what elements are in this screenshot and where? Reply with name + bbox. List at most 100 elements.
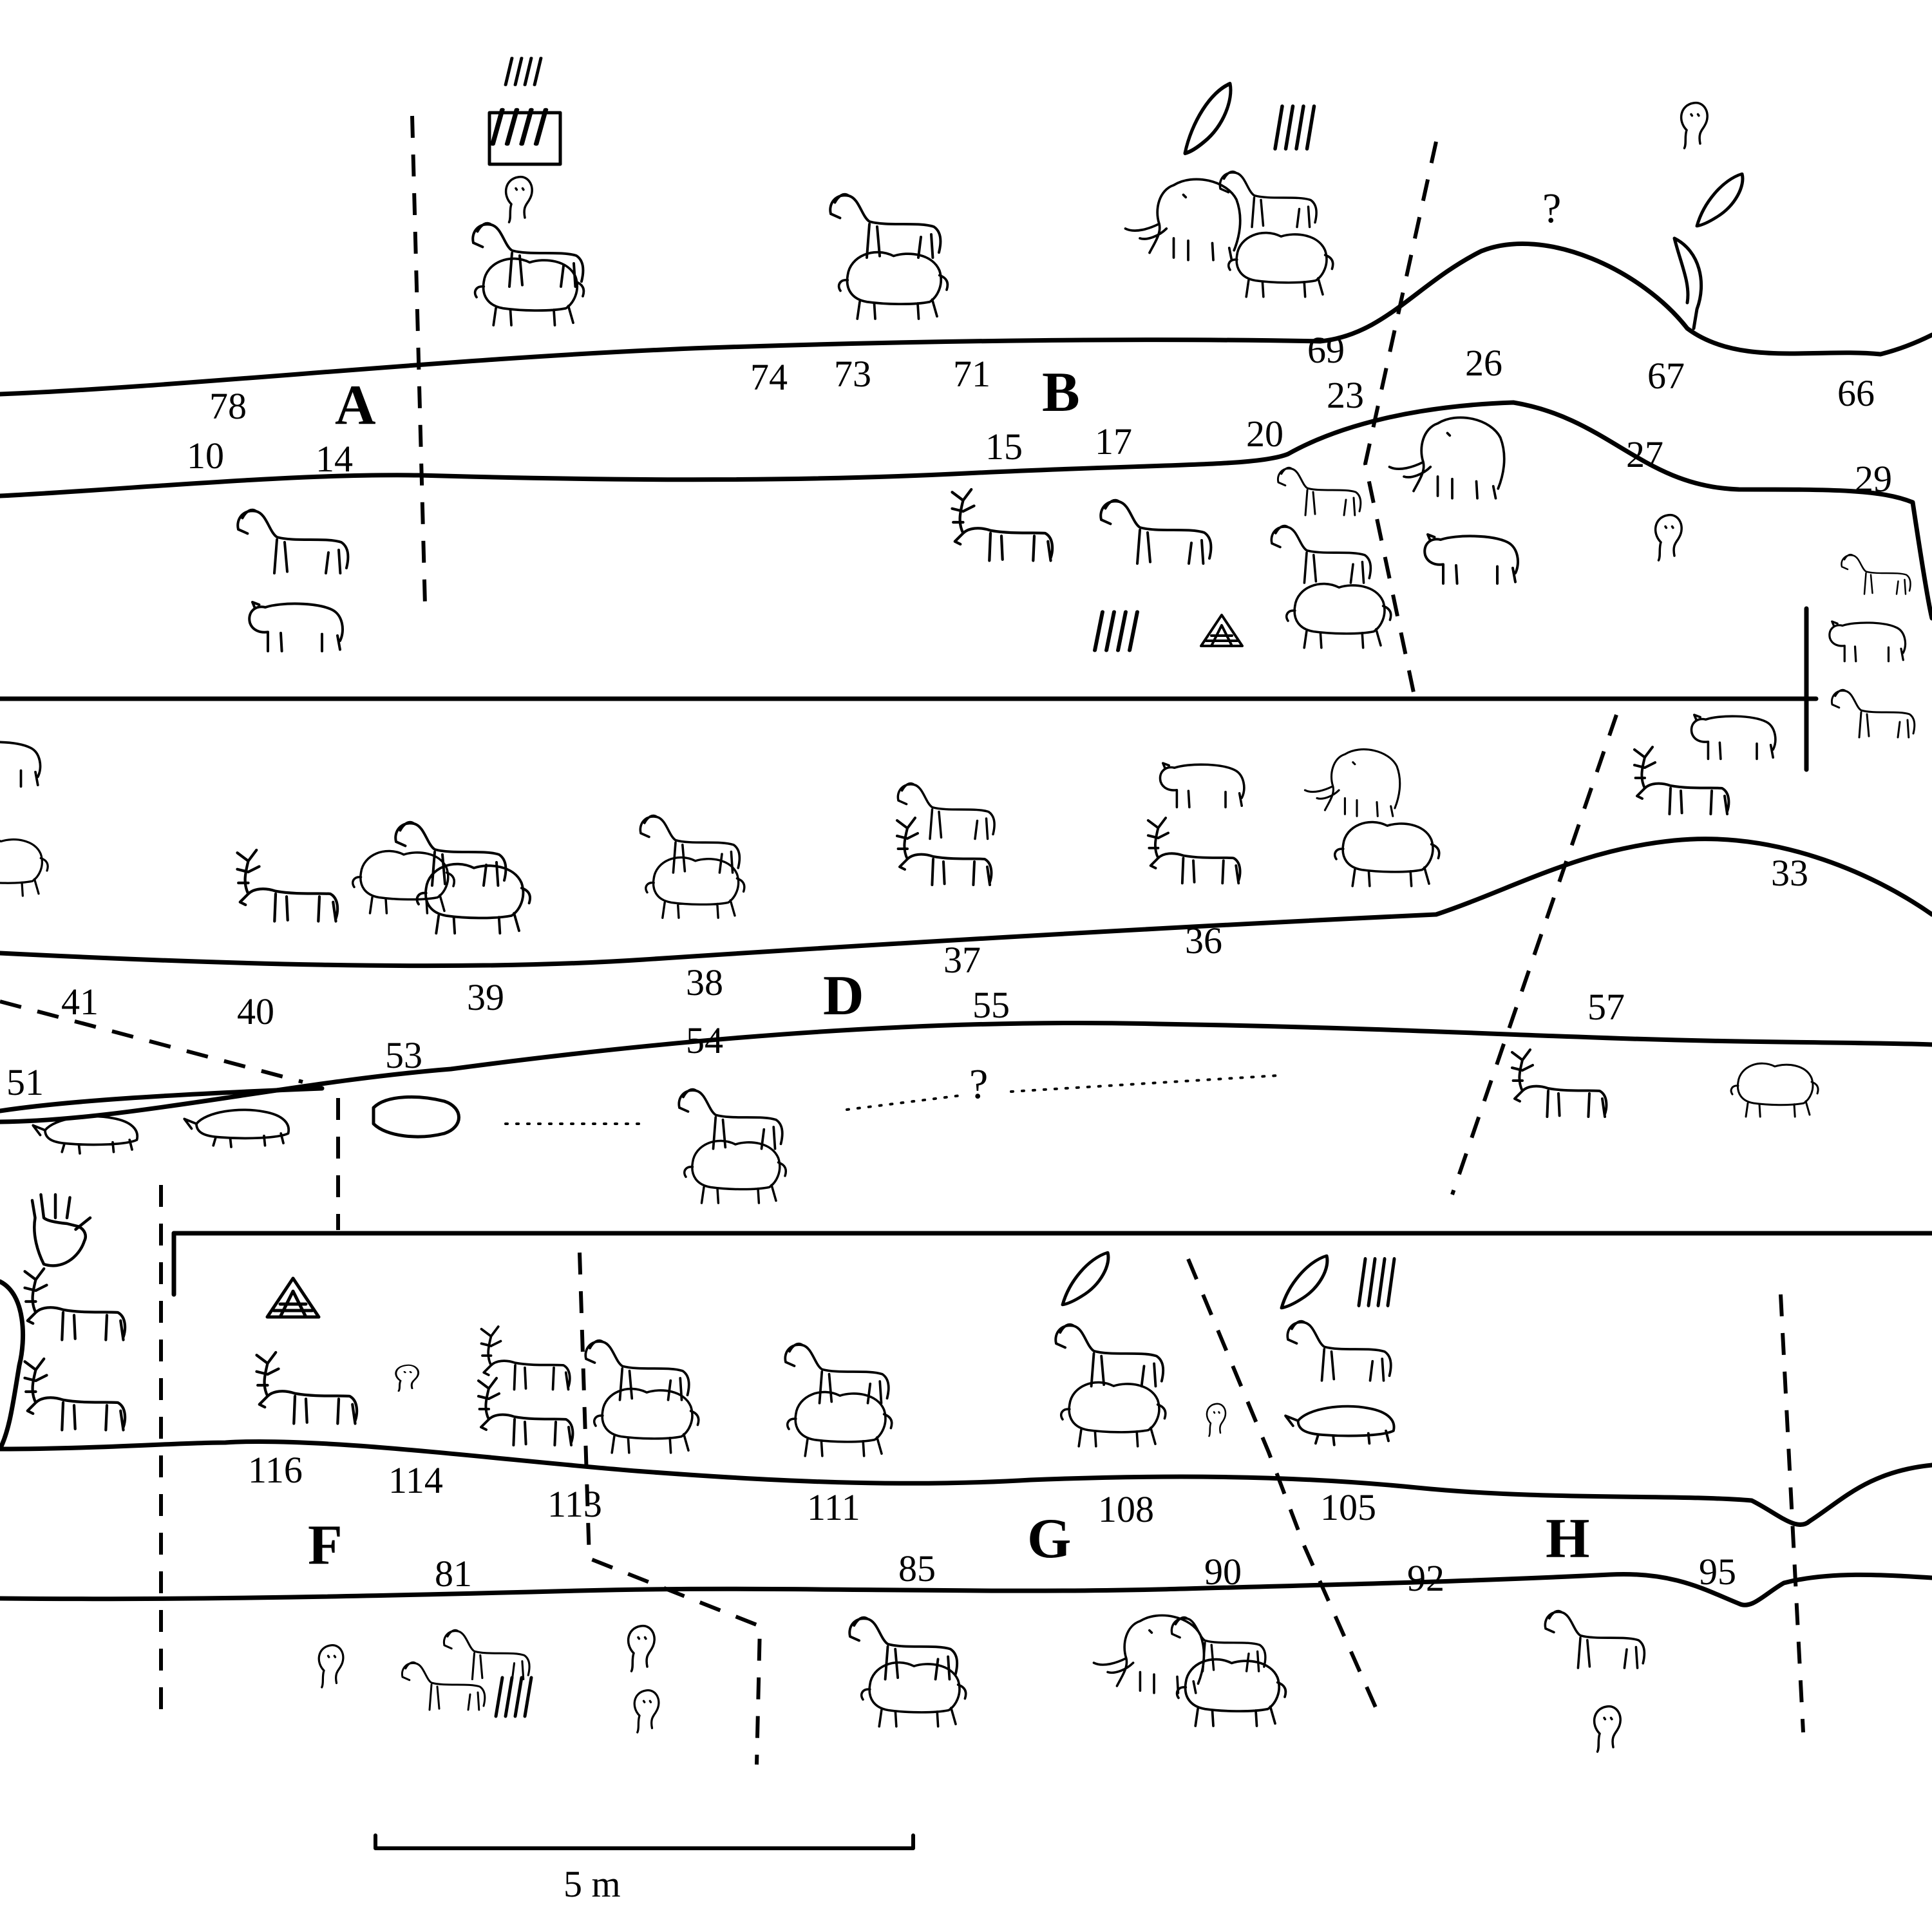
roof-sign-figure (267, 1278, 319, 1317)
horse-figure (1270, 524, 1372, 584)
reindeer-figure (1634, 747, 1728, 814)
triangle-sign-figure (1201, 615, 1242, 646)
panel-number: 38 (686, 961, 723, 1003)
dotted-line-2 (846, 1094, 967, 1111)
reindeer-figure (1512, 1050, 1606, 1117)
face-figure (1593, 1705, 1622, 1753)
wall-line-4 (0, 837, 1932, 969)
scale-label: 5 m (564, 1863, 621, 1905)
hand-figure (32, 1195, 90, 1265)
horse-figure (639, 814, 741, 874)
bison-figure (683, 1139, 788, 1204)
bear-figure (1690, 714, 1777, 761)
horse-figure (1544, 1609, 1646, 1669)
panel-number: 17 (1095, 421, 1132, 462)
strokes-sign-figure (1095, 612, 1137, 650)
bison-figure (1285, 582, 1392, 649)
bison-figure (352, 849, 456, 914)
divider-c (1450, 714, 1618, 1195)
horse-figure (1218, 170, 1318, 229)
wall-line-9 (0, 1571, 1932, 1607)
bison-figure (837, 251, 949, 320)
grid-sign-figure (493, 109, 546, 144)
panel-number: 108 (1098, 1488, 1154, 1530)
head-figure (633, 1689, 660, 1734)
mammoth-figure (1303, 748, 1401, 817)
panel-number: 33 (1771, 852, 1808, 894)
bear-figure (0, 739, 42, 788)
crown-sign-figure (506, 58, 541, 85)
bison-figure (1333, 820, 1441, 887)
panel-number: 90 (1204, 1551, 1242, 1593)
bear-figure (249, 602, 343, 651)
bear-figure (1159, 762, 1245, 809)
bison-figure (473, 257, 585, 327)
arch-sign-figure (496, 1678, 531, 1716)
divider-h (1186, 1258, 1380, 1714)
section-letter-g: G (1027, 1508, 1071, 1570)
cave-end-outline (0, 1279, 26, 1452)
leaf-sign-figure (1282, 1256, 1327, 1308)
section-letter-b: B (1042, 361, 1080, 424)
panel-number: 113 (547, 1483, 602, 1525)
reindeer-figure (257, 1352, 357, 1424)
horse-figure (677, 1088, 784, 1150)
leaf-sign-figure (1185, 84, 1231, 153)
panel-number: 57 (1587, 986, 1625, 1028)
panel-number: 36 (1185, 920, 1222, 961)
section-letter-a: A (335, 374, 376, 437)
section-letter-h: H (1546, 1508, 1589, 1570)
section-letter-d: D (823, 965, 864, 1027)
mammoth-figure (1124, 178, 1242, 261)
grid-sign-frame (488, 111, 562, 166)
panel-number: 20 (1246, 413, 1283, 455)
horse-figure (442, 1629, 531, 1681)
bison-figure (1730, 1062, 1819, 1118)
section-dividers (0, 115, 1805, 1765)
wall-line-6 (0, 1086, 325, 1113)
panel-number: 95 (1699, 1551, 1736, 1593)
bison-figure (1175, 1658, 1287, 1727)
panel-number: 55 (972, 984, 1010, 1026)
wall-line-2 (0, 400, 1932, 621)
oval-sign-figure (372, 1095, 460, 1139)
mammoth-figure (1092, 1614, 1206, 1694)
reindeer-figure (952, 489, 1053, 561)
panel-number: 41 (61, 981, 99, 1023)
horse-figure (1170, 1616, 1267, 1672)
face-figure (1680, 101, 1709, 149)
panel-number: 10 (187, 435, 224, 477)
panel-number: 78 (209, 385, 247, 427)
figure-outline (1672, 236, 1703, 330)
divider-i (1779, 1294, 1805, 1733)
wall-line-1 (0, 241, 1932, 397)
panel-number: 74 (750, 356, 788, 398)
reindeer-figure (238, 850, 338, 922)
panel-number: 71 (953, 353, 990, 395)
bison-figure (1059, 1381, 1167, 1448)
panel-number: 85 (898, 1548, 936, 1589)
panel-number: 37 (943, 939, 981, 981)
horse-figure (1054, 1323, 1165, 1388)
mammoth-figure (1388, 416, 1506, 500)
strokes-sign-figure (1275, 106, 1314, 149)
horse-figure (896, 782, 996, 840)
panel-number: 27 (1626, 433, 1663, 475)
bison-figure (645, 856, 746, 919)
uncertain-lines (504, 1074, 1280, 1125)
head-figure (317, 1644, 345, 1689)
bear-figure (1425, 535, 1518, 583)
reindeer-figure (1146, 817, 1242, 885)
reindeer-figure (25, 1359, 126, 1430)
panel-number: 111 (807, 1486, 860, 1528)
panel-number: 53 (385, 1034, 422, 1076)
bison-figure (786, 1390, 893, 1457)
fish-head-figure (395, 1364, 420, 1392)
wall-line-8 (0, 1439, 1932, 1527)
section-letter-f: F (308, 1514, 343, 1577)
oval-sign-figure (1063, 1253, 1108, 1305)
horse-figure (1830, 688, 1916, 739)
bison-figure (0, 837, 49, 897)
horse-figure (848, 1616, 959, 1681)
